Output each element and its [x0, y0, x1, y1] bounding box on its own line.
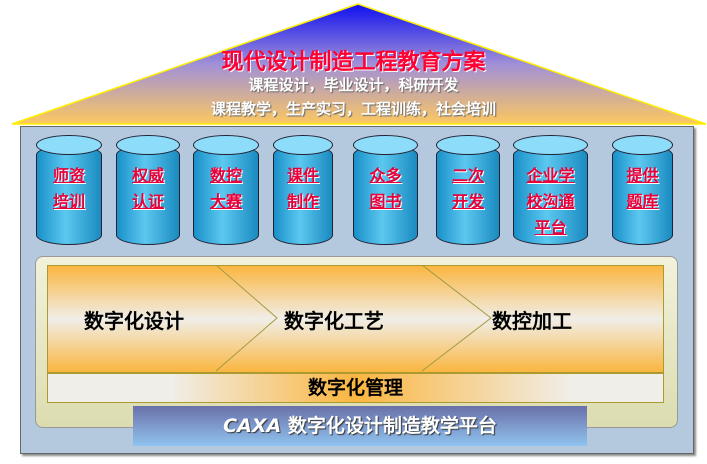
pillar-label: 培训: [52, 192, 85, 211]
roof: [11, 3, 707, 125]
pillar-label: 图书: [369, 192, 402, 211]
pillar: 二次开发: [436, 135, 500, 245]
pillar-label: 认证: [131, 192, 164, 211]
roof-title: 现代设计制造工程教育方案: [221, 50, 486, 75]
pillar-label: 题库: [626, 192, 659, 211]
pillar-label: 提供: [626, 166, 659, 185]
pillar-label: 师资: [52, 166, 85, 185]
pillar-label: 平台: [534, 218, 567, 237]
roof-subtitle-2: 课程教学，生产实习，工程训练，社会培训: [210, 100, 496, 118]
digital-management: 数字化管理: [47, 373, 664, 403]
pillar-label: 制作: [286, 192, 319, 211]
pillar-label: 大赛: [209, 192, 242, 211]
pillar: 数控大赛: [193, 135, 259, 245]
pillar-label: 数控: [209, 166, 242, 185]
pillar-label: 课件: [286, 166, 319, 185]
pillar: 提供题库: [612, 135, 673, 245]
pillar: 众多图书: [353, 135, 418, 245]
roof-subtitle-1: 课程设计，毕业设计，科研开发: [248, 76, 459, 94]
pillar-label: 二次: [451, 166, 484, 185]
pillar: 企业学校沟通平台: [513, 135, 588, 245]
platform-banner: CAXA 数字化设计制造教学平台: [133, 406, 587, 446]
platform-brand: CAXA: [223, 415, 282, 437]
process-band: [47, 265, 664, 373]
pillar: 课件制作: [273, 135, 333, 245]
pillar-label: 校沟通: [526, 192, 575, 211]
pillar: 权威认证: [116, 135, 180, 245]
pillar-label: 权威: [131, 166, 164, 185]
pillar-label: 众多: [369, 166, 402, 185]
pillar-label: 企业学: [526, 166, 575, 185]
process-chevrons: [215, 265, 492, 372]
pillar-label: 开发: [451, 192, 484, 211]
pillar: 师资培训: [36, 135, 102, 245]
step-digital-design: 数字化设计: [84, 309, 184, 333]
step-cnc-machining: 数控加工: [492, 309, 572, 333]
platform-name: 数字化设计制造教学平台: [287, 415, 497, 437]
step-digital-process: 数字化工艺: [284, 309, 384, 333]
